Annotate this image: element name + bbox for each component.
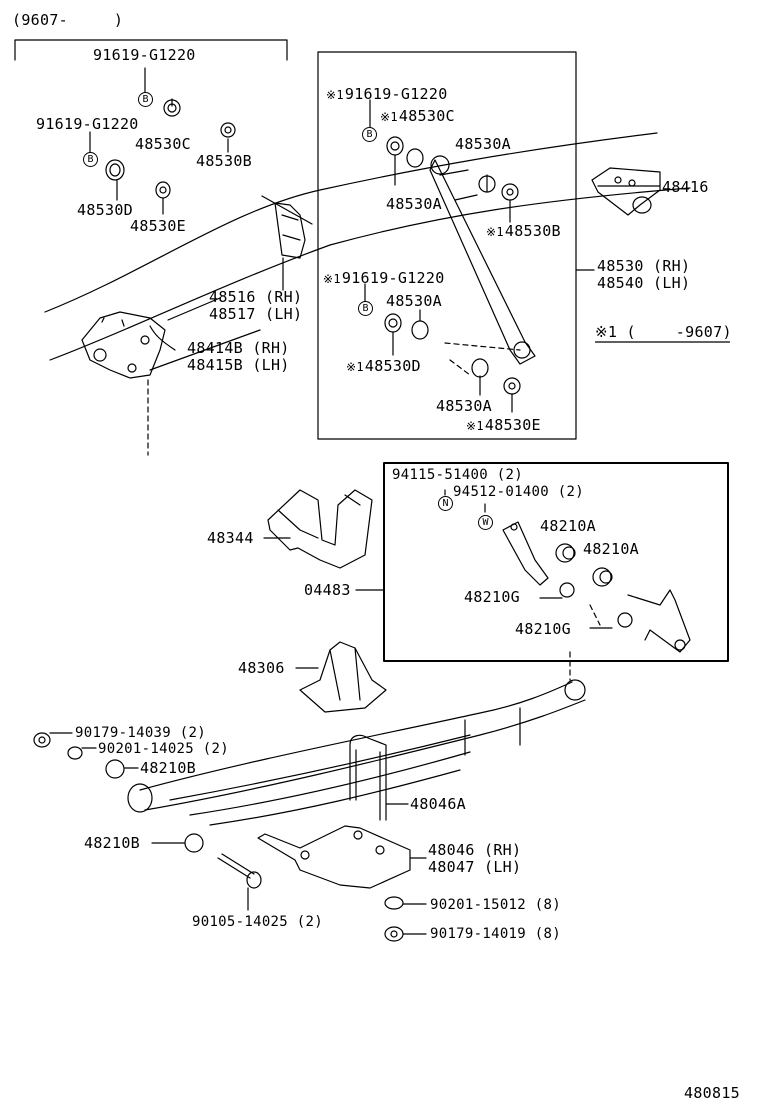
part-48046a[interactable]: 48046A xyxy=(410,795,466,813)
b-marker-icon: B xyxy=(358,301,373,316)
part-48344[interactable]: 48344 xyxy=(207,529,254,547)
part-48517-lh[interactable]: 48517 (LH) xyxy=(209,305,303,323)
shock-absorber-box xyxy=(317,51,577,440)
shackle-hanger xyxy=(261,195,313,291)
part-48530a-a[interactable]: 48530A xyxy=(455,135,511,153)
shock-absorber xyxy=(429,155,536,376)
spring-hanger-bracket xyxy=(81,311,166,456)
part-48530a-d[interactable]: 48530A xyxy=(436,397,492,415)
part-48210b-b[interactable]: 48210B xyxy=(84,834,140,852)
part-91619-g1220-top[interactable]: 91619-G1220 xyxy=(93,46,196,64)
part-48416[interactable]: 48416 xyxy=(662,178,709,196)
part-48530a-b[interactable]: 48530A xyxy=(386,195,442,213)
part-48210g-a[interactable]: 48210G xyxy=(464,588,520,606)
part-91619-g1220-left[interactable]: 91619-G1220 xyxy=(36,115,139,133)
asterisk-marker: ※1 xyxy=(380,110,398,124)
part-90179-14039[interactable]: 90179-14039 (2) xyxy=(75,725,206,741)
frame-rail xyxy=(44,132,691,371)
part-48530e-box[interactable]: ※148530E xyxy=(466,416,541,434)
part-48415b-lh[interactable]: 48415B (LH) xyxy=(187,356,290,374)
asterisk-marker: ※1 xyxy=(326,88,344,102)
b-marker-icon: B xyxy=(362,127,377,142)
header-bracket xyxy=(14,39,288,61)
part-04483[interactable]: 04483 xyxy=(304,581,351,599)
figure-number: 480815 xyxy=(684,1084,740,1102)
part-90201-14025[interactable]: 90201-14025 (2) xyxy=(98,741,229,757)
asterisk-marker: ※1 xyxy=(346,360,364,374)
n-marker-icon: N xyxy=(438,496,453,511)
part-48530c-left[interactable]: 48530C xyxy=(135,135,191,153)
part-48046-rh[interactable]: 48046 (RH) xyxy=(428,841,522,859)
note-underline xyxy=(595,341,730,343)
spring-bumper-bracket xyxy=(267,489,373,569)
bolt-90105 xyxy=(217,853,262,889)
part-48530d-box[interactable]: ※148530D xyxy=(346,357,421,375)
part-48414b-rh[interactable]: 48414B (RH) xyxy=(187,339,290,357)
leaf-spring xyxy=(127,679,586,826)
part-91619-g1220-box-top[interactable]: ※191619-G1220 xyxy=(326,85,448,103)
part-48530d-left[interactable]: 48530D xyxy=(77,201,133,219)
leader-lines xyxy=(49,67,661,935)
part-48210a-b[interactable]: 48210A xyxy=(583,540,639,558)
shackle-set xyxy=(502,521,691,681)
part-48306[interactable]: 48306 xyxy=(238,659,285,677)
spring-seat-plate xyxy=(257,825,411,889)
part-48530b-box[interactable]: ※148530B xyxy=(486,222,561,240)
part-48210a-a[interactable]: 48210A xyxy=(540,517,596,535)
shock-box-parts xyxy=(384,136,521,395)
part-48530a-c[interactable]: 48530A xyxy=(386,292,442,310)
w-marker-icon: W xyxy=(478,515,493,530)
b-marker-icon: B xyxy=(138,92,153,107)
u-bolt xyxy=(349,734,387,821)
part-94115-51400[interactable]: 94115-51400 (2) xyxy=(392,467,523,483)
part-48516-rh[interactable]: 48516 (RH) xyxy=(209,288,303,306)
applicability-range: (9607- ) xyxy=(12,11,124,29)
asterisk-marker: ※1 xyxy=(466,419,484,433)
part-48530-rh[interactable]: 48530 (RH) xyxy=(597,257,691,275)
shackle-box xyxy=(383,462,729,662)
part-48210g-b[interactable]: 48210G xyxy=(515,620,571,638)
bump-stopper xyxy=(299,641,387,713)
part-48530e-left[interactable]: 48530E xyxy=(130,217,186,235)
part-90105-14025[interactable]: 90105-14025 (2) xyxy=(192,914,323,930)
part-90201-15012[interactable]: 90201-15012 (8) xyxy=(430,897,561,913)
part-48210b-a[interactable]: 48210B xyxy=(140,759,196,777)
part-48540-lh[interactable]: 48540 (LH) xyxy=(597,274,691,292)
part-48530c-box[interactable]: ※148530C xyxy=(380,107,455,125)
part-48530b-left[interactable]: 48530B xyxy=(196,152,252,170)
b-marker-icon: B xyxy=(83,152,98,167)
asterisk-marker: ※1 xyxy=(323,272,341,286)
shock-absorber-note: ※1 ( -9607) xyxy=(595,323,732,341)
part-48047-lh[interactable]: 48047 (LH) xyxy=(428,858,522,876)
asterisk-marker: ※1 xyxy=(486,225,504,239)
part-91619-g1220-box-mid[interactable]: ※191619-G1220 xyxy=(323,269,445,287)
part-90179-14019[interactable]: 90179-14019 (8) xyxy=(430,926,561,942)
part-94512-01400[interactable]: 94512-01400 (2) xyxy=(453,484,584,500)
